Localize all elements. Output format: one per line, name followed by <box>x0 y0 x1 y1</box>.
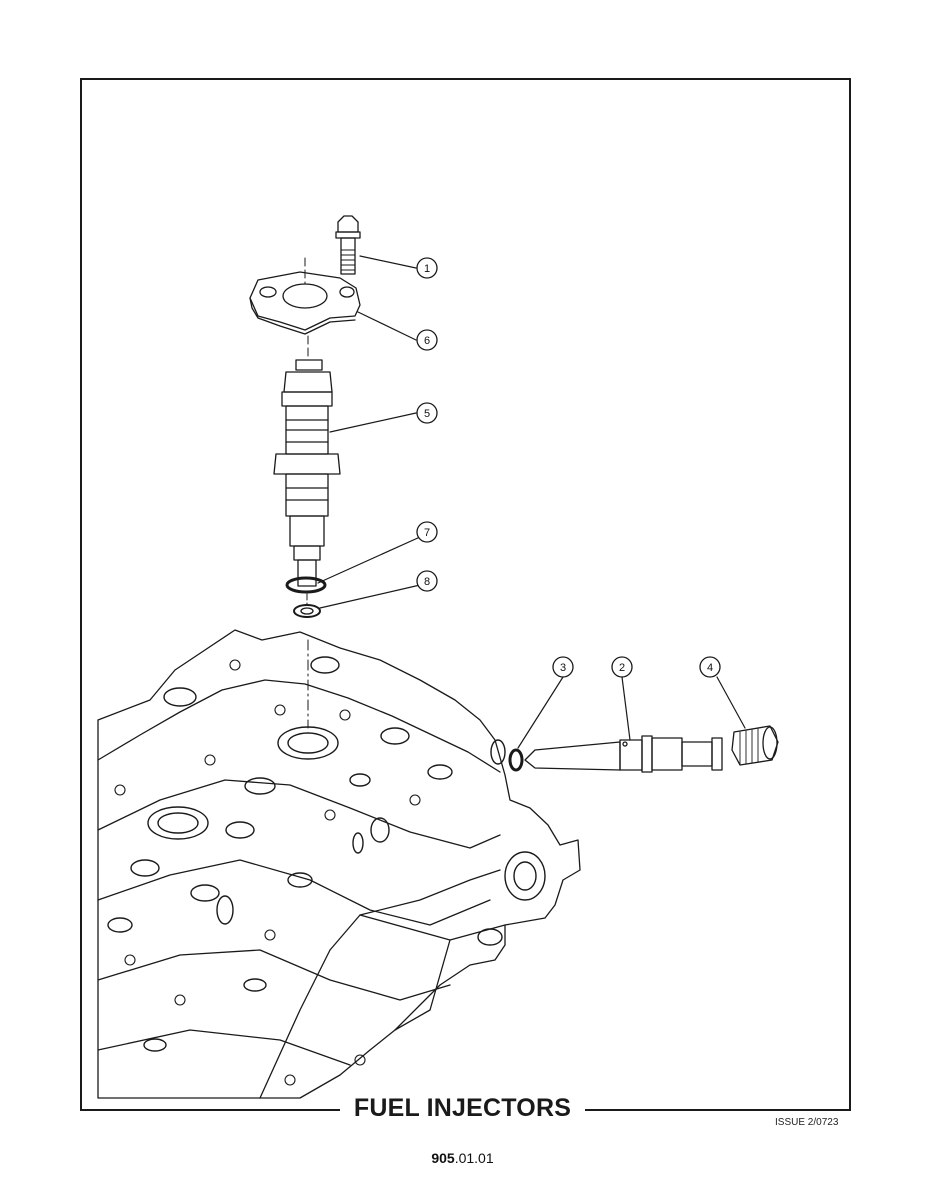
connector-tube-part-2 <box>524 735 723 773</box>
o-ring-part-7 <box>285 576 327 594</box>
leader-lines <box>317 255 746 749</box>
svg-text:4: 4 <box>707 662 713 674</box>
callout-3: 3 <box>552 656 574 678</box>
page-title: FUEL INJECTORS <box>353 1094 572 1122</box>
svg-text:3: 3 <box>560 662 566 674</box>
svg-text:7: 7 <box>424 527 430 539</box>
callout-1: 1 <box>416 257 438 279</box>
title-block: FUEL INJECTORS <box>340 1094 585 1123</box>
svg-text:1: 1 <box>424 263 430 275</box>
issue-label: ISSUE 2/0723 <box>775 1117 839 1128</box>
page-number-major: 905 <box>431 1150 455 1166</box>
svg-text:2: 2 <box>619 662 625 674</box>
callout-8: 8 <box>416 570 438 592</box>
page-number-minor: .01.01 <box>454 1150 494 1166</box>
svg-text:5: 5 <box>424 408 430 420</box>
page-number: 905.01.01 <box>0 1150 925 1166</box>
callouts: 1 6 5 7 8 3 2 4 <box>416 257 721 678</box>
callout-2: 2 <box>611 656 633 678</box>
seal-ring-part-3 <box>508 748 524 772</box>
injector-part-5 <box>273 335 341 587</box>
callout-6: 6 <box>416 329 438 351</box>
nut-part-4 <box>731 725 779 766</box>
callout-7: 7 <box>416 521 438 543</box>
svg-text:6: 6 <box>424 335 430 347</box>
clamp-part-6 <box>249 257 361 335</box>
bolt-part-1 <box>335 215 361 275</box>
callout-4: 4 <box>699 656 721 678</box>
svg-text:8: 8 <box>424 576 430 588</box>
cylinder-head <box>97 629 581 1099</box>
callout-5: 5 <box>416 402 438 424</box>
washer-part-8 <box>293 593 321 618</box>
